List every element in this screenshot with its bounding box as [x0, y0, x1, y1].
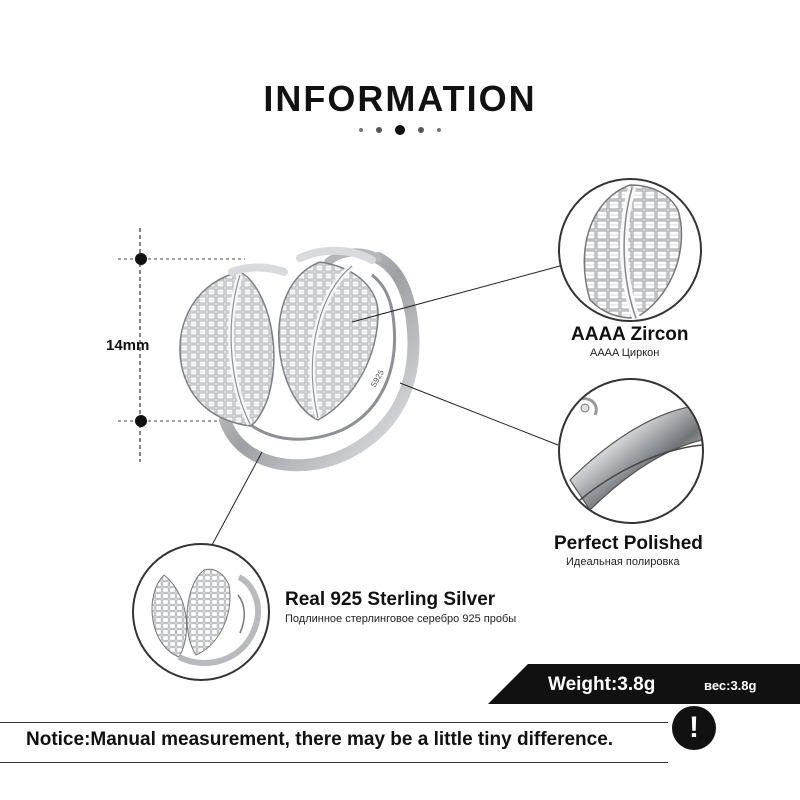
connector-line	[211, 451, 263, 546]
dimension-guide	[118, 228, 245, 462]
polish-detail-image	[558, 378, 704, 524]
zircon-closeup-icon	[583, 184, 683, 320]
feature-title-silver: Real 925 Sterling Silver	[285, 589, 496, 610]
divider-dot	[359, 128, 363, 132]
weight-label: Weight:3.8g	[548, 674, 656, 695]
notice-top-rule	[0, 722, 668, 723]
feature-title-zircon: AAAA Zircon	[571, 324, 689, 345]
feature-subtitle-zircon: AAAA Циркон	[590, 347, 660, 359]
weight-banner	[488, 664, 800, 704]
divider-dot	[395, 125, 405, 135]
notice-text: Notice:Manual measurement, there may be …	[26, 729, 614, 750]
leaf-left	[179, 263, 288, 427]
divider-dot	[418, 127, 424, 133]
zircon-detail-image	[558, 178, 702, 322]
connector-line	[399, 382, 559, 446]
title-divider-dots	[0, 125, 800, 135]
connector-line	[351, 265, 561, 323]
polished-band-icon	[569, 397, 702, 511]
dimension-label: 14mm	[106, 337, 150, 354]
feature-subtitle-silver: Подлинное стерлинговое серебро 925 пробы	[285, 613, 517, 625]
exclamation-icon: !	[672, 706, 716, 750]
weight-label-ru: вес:3.8g	[704, 678, 757, 693]
leaf-right	[278, 246, 379, 421]
feature-title-polished: Perfect Polished	[554, 533, 703, 554]
divider-dot	[437, 128, 441, 132]
notice-bottom-rule	[0, 762, 668, 763]
ring-closeup-icon	[151, 568, 261, 666]
page-title: INFORMATION	[263, 78, 537, 119]
divider-dot	[376, 127, 382, 133]
silver-detail-image	[132, 543, 270, 681]
feature-subtitle-polished: Идеальная полировка	[566, 556, 680, 568]
